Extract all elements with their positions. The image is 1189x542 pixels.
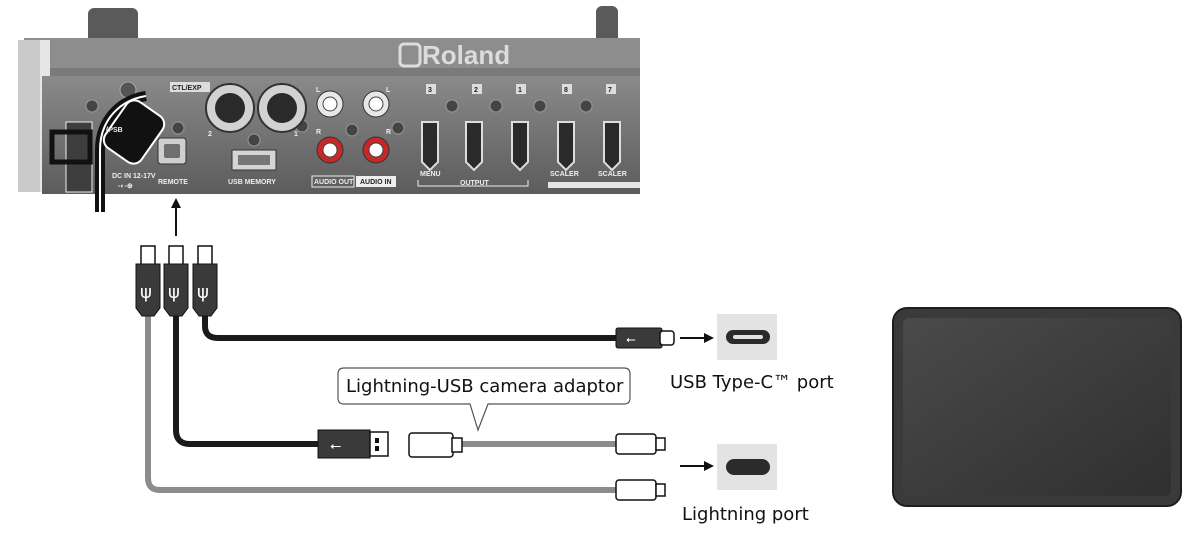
screw [579,99,593,113]
lightning-port-icon [717,444,777,490]
chassis-top [24,38,640,72]
dc-polarity-label: -◐-⊕ [118,183,133,190]
screw [533,99,547,113]
screw [445,99,459,113]
screw [489,99,503,113]
usb-trident-icon: ψ [168,282,180,303]
ctl-exp-jacks: CTL/EXP 2 1 [170,82,307,138]
lightning-port-label: Lightning port [682,504,809,525]
port-number: 7 [608,87,612,94]
usb-trident-icon: ψ [140,282,152,303]
device-rear-panel: Roland (PSB DC IN 12-17V -◐-⊕ RE [18,6,640,212]
power-plug: (PSB [49,91,166,212]
jack-1-label: 1 [294,131,298,138]
remote-port: REMOTE [157,137,188,186]
hdmi-ports: 3 2 1 8 7 MENU OUTPUT SCALER SCALER [417,84,640,188]
usb-b-plug: ψ [192,245,218,317]
side-plate [18,40,42,192]
screw [171,121,185,135]
cable-black-usb-a [173,300,322,447]
usb-trident-icon: ψ [197,282,209,303]
screw [85,99,99,113]
usb-trident-icon: ⭠ [626,332,636,346]
usb-b-plug: ψ [163,245,189,317]
audio-r-label: R [386,129,391,136]
port-number: 8 [564,87,568,94]
lightning-plug [615,433,666,455]
remote-label: REMOTE [158,179,188,186]
output-label: OUTPUT [460,180,490,187]
jack-2-label: 2 [208,131,212,138]
audio-in-label: AUDIO IN [360,179,392,186]
audio-l-label: L [316,87,321,94]
audio-out-label: AUDIO OUT [314,179,354,186]
port-number: 1 [518,87,522,94]
screw [247,133,261,147]
screw [345,123,359,137]
usb-b-plug: ψ [135,245,161,317]
tablet-icon [892,307,1182,507]
usb-a-plug: ⭠ [317,429,389,459]
usb-c-port-label: USB Type-C™ port [670,372,834,393]
usb-c-port-icon [717,314,777,360]
brand-text: Roland [422,40,510,70]
cable-black-usb-c [202,300,620,341]
usb-memory-port: USB MEMORY [228,149,277,186]
menu-label: MENU [420,171,441,178]
roland-logo: Roland [398,40,510,70]
audio-r-label: R [316,129,321,136]
ctl-exp-label: CTL/EXP [172,85,202,92]
dc-in-label: DC IN 12-17V [112,173,156,180]
lightning-plug [615,479,666,501]
adaptor-label: Lightning-USB camera adaptor [346,376,624,397]
scaler-label: SCALER [550,171,579,178]
screw [391,121,405,135]
knob-right [596,6,618,46]
adaptor-callout: Lightning-USB camera adaptor [337,367,631,432]
usb-trident-icon: ⭠ [330,438,341,454]
audio-l-label: L [386,87,391,94]
port-number: 3 [428,87,432,94]
usb-c-plug: ⭠ [615,327,675,349]
psb-label: (PSB [106,127,123,134]
port-number: 2 [474,87,478,94]
cable-gray-lightning [145,300,622,493]
camera-adaptor [408,432,463,458]
scaler-label: SCALER [598,171,627,178]
audio-jacks: L L R R AUDIO OUT AUDIO IN [311,87,396,188]
usb-memory-label: USB MEMORY [228,179,276,186]
